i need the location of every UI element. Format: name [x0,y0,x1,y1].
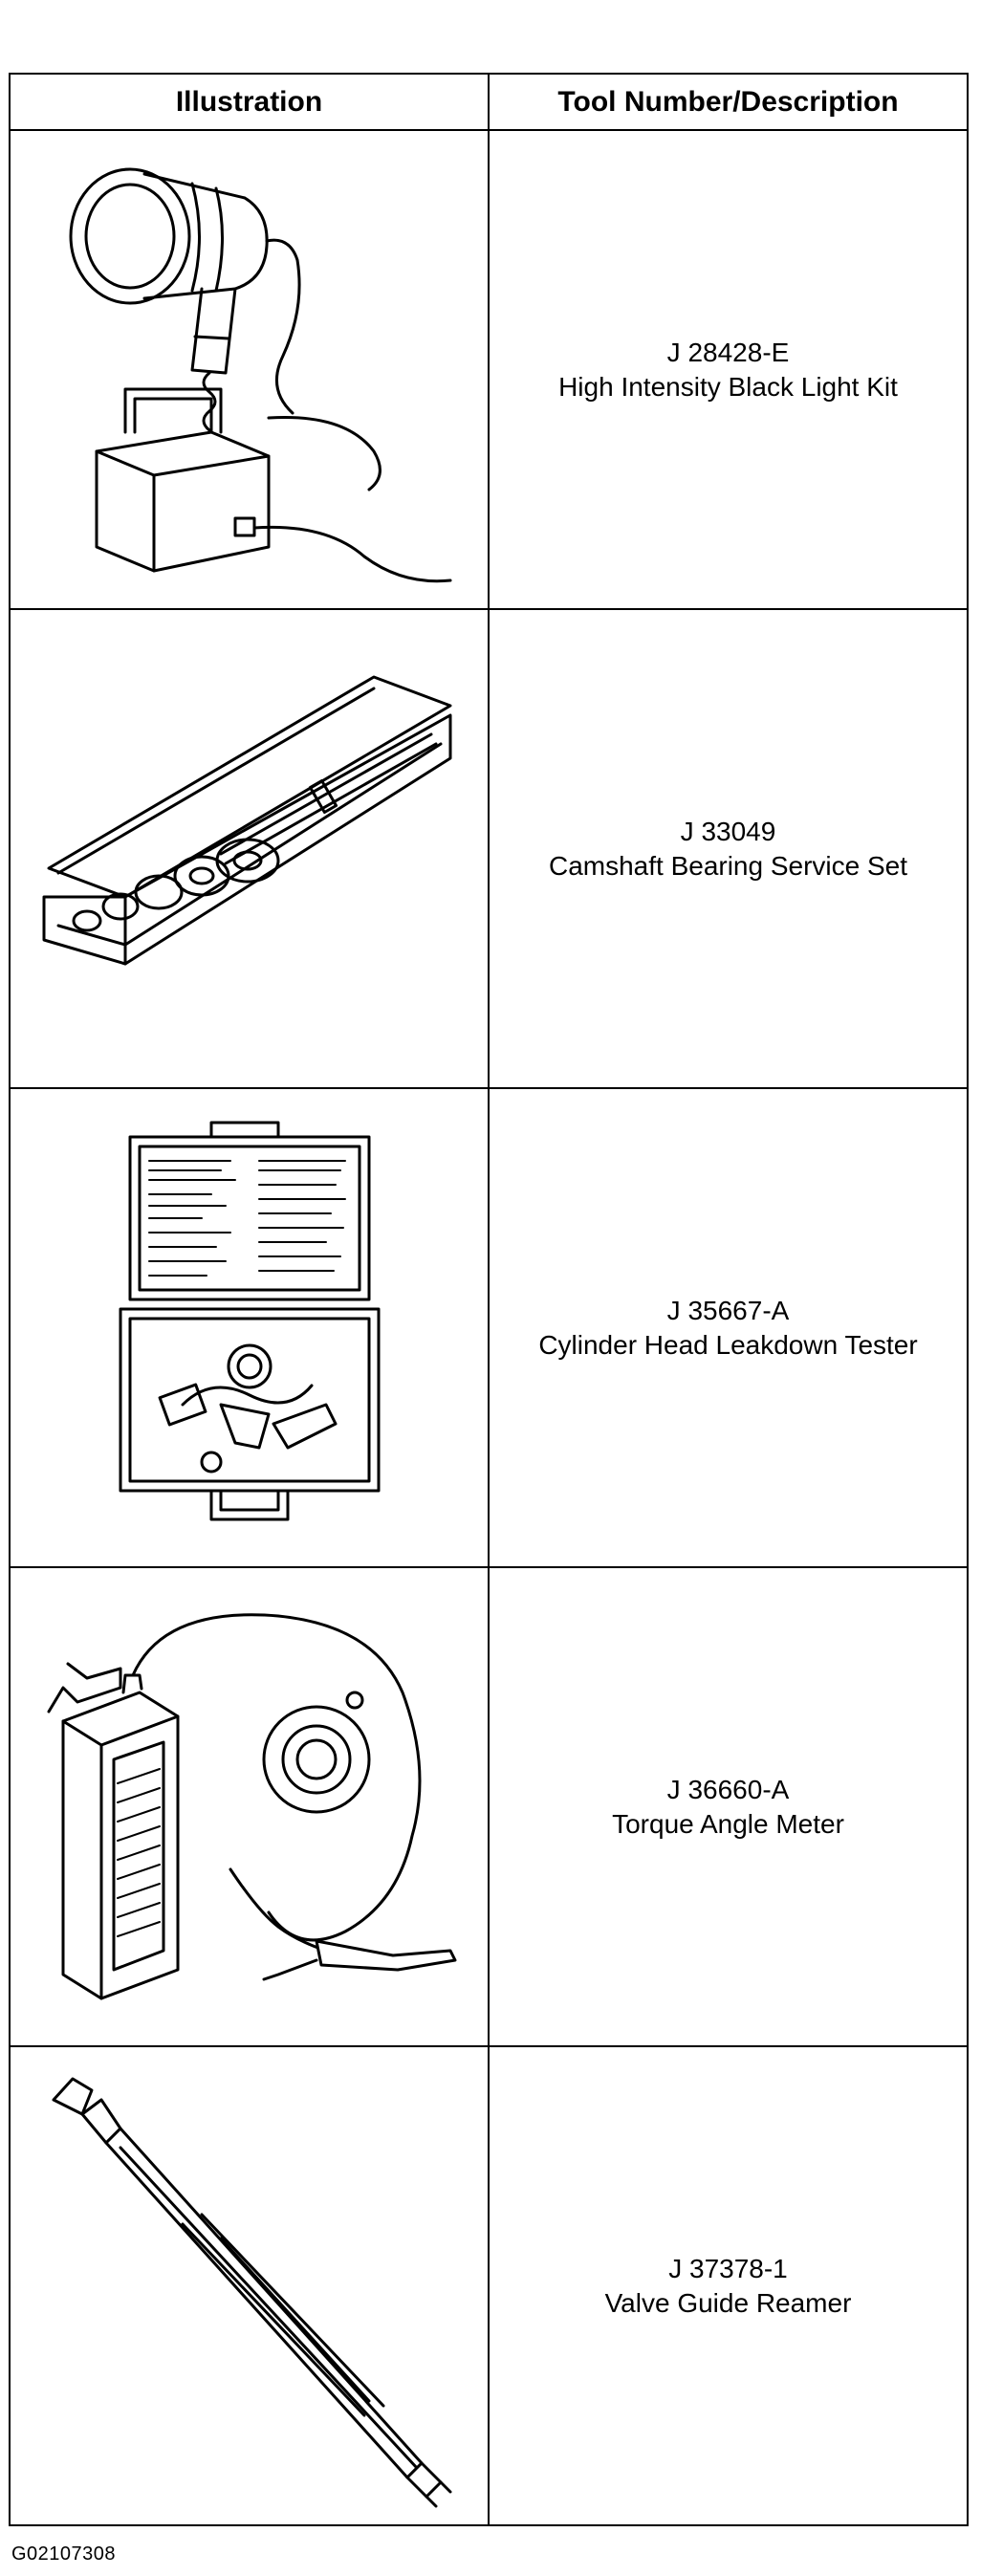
header-tool-description: Tool Number/Description [488,73,969,131]
illustration-cell [9,1087,490,1568]
black-light-kit-illustration [69,167,451,582]
table-row: J 36660-A Torque Angle Meter [9,1566,969,2047]
tool-number: J 36660-A [666,1774,790,1804]
illustration-cell [9,1566,490,2047]
tool-description: Cylinder Head Leakdown Tester [538,1329,918,1360]
leakdown-tester-illustration [119,1121,380,1520]
tool-description: Camshaft Bearing Service Set [548,850,908,881]
camshaft-bearing-set-illustration [42,675,451,965]
tool-number: J 28428-E [666,337,790,367]
illustration-cell [9,129,490,610]
tool-description: High Intensity Black Light Kit [558,371,898,402]
tool-description: Valve Guide Reamer [604,2287,852,2318]
illustration-cell [9,608,490,1089]
table-header-row: Illustration Tool Number/Description [9,73,969,131]
tool-description-cell: J 37378-1 Valve Guide Reamer [488,2045,969,2526]
table-row: J 33049 Camshaft Bearing Service Set [9,608,969,1089]
table-row: J 35667-A Cylinder Head Leakdown Tester [9,1087,969,1568]
torque-angle-meter-illustration [47,1612,456,1999]
illustration-cell [9,2045,490,2526]
table-row: J 37378-1 Valve Guide Reamer [9,2045,969,2526]
tool-number: J 33049 [680,816,776,846]
table-row: J 28428-E High Intensity Black Light Kit [9,129,969,610]
valve-guide-reamer-illustration [52,2077,451,2507]
tool-number: J 37378-1 [668,2253,788,2283]
figure-id: G02107308 [11,2543,117,2565]
special-tools-table: Illustration Tool Number/Description [9,73,969,2526]
tool-description-cell: J 36660-A Torque Angle Meter [488,1566,969,2047]
tool-description-cell: J 35667-A Cylinder Head Leakdown Tester [488,1087,969,1568]
tool-description: Torque Angle Meter [612,1808,844,1839]
header-illustration: Illustration [9,73,490,131]
tool-description-cell: J 28428-E High Intensity Black Light Kit [488,129,969,610]
tool-number: J 35667-A [666,1295,790,1325]
tool-description-cell: J 33049 Camshaft Bearing Service Set [488,608,969,1089]
